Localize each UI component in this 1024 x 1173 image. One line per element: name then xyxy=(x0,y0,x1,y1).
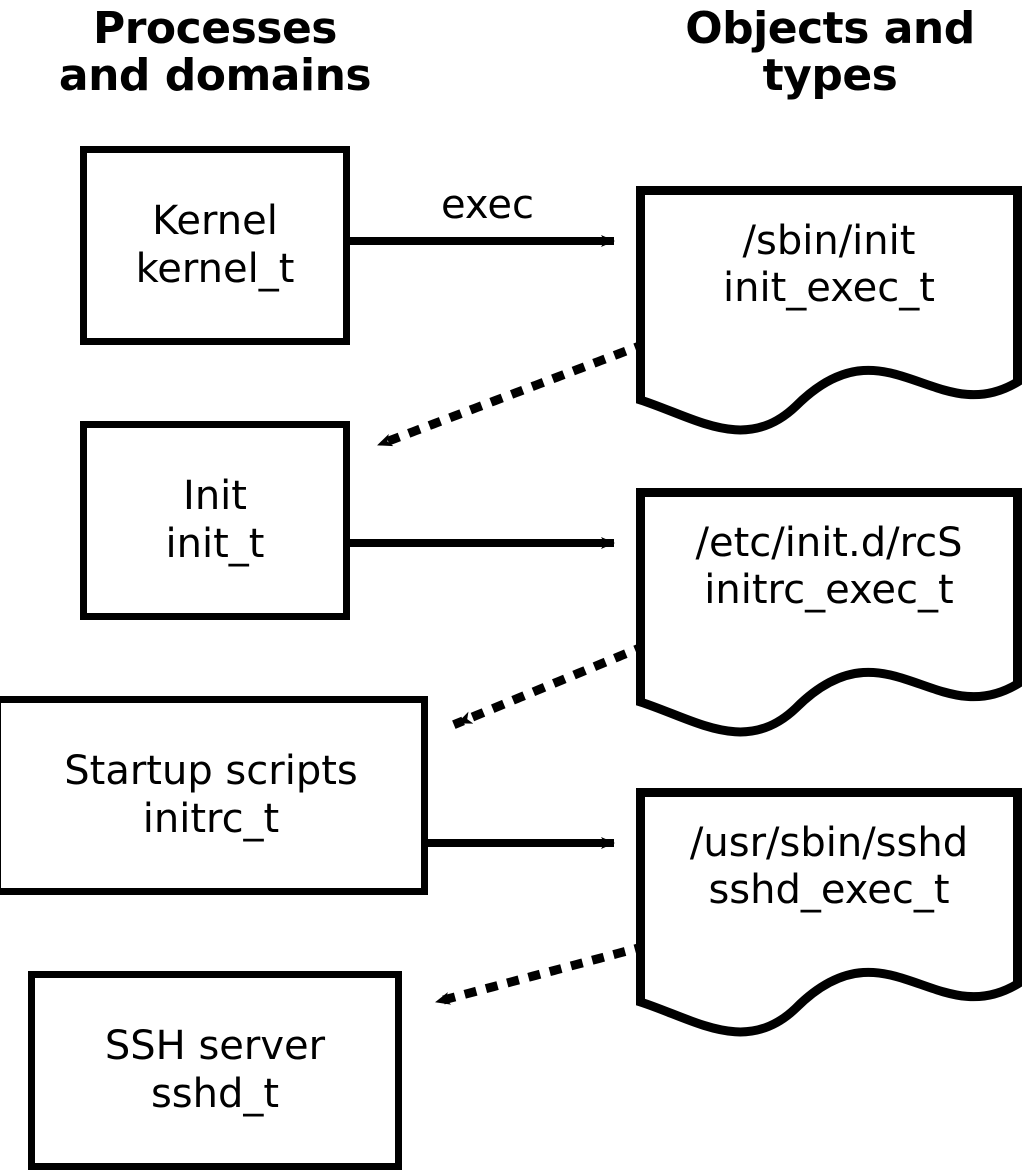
domain-box-startup-scripts[interactable]: Startup scripts initrc_t xyxy=(0,696,428,895)
edge-sbin-init-to-init-transition xyxy=(372,339,648,451)
domain-box-ssh-server[interactable]: SSH server sshd_t xyxy=(28,971,402,1170)
column-header-objects-and-types: Objects and types xyxy=(685,3,975,101)
edge-label-exec: exec xyxy=(441,182,534,228)
column-header-processes-and-domains: Processes and domains xyxy=(58,3,372,101)
edge-usr-sbin-sshd-to-sshd-transition xyxy=(430,941,648,1008)
domain-box-init[interactable]: Init init_t xyxy=(80,421,350,620)
domain-name-startup-scripts: Startup scripts xyxy=(64,748,358,795)
document-shape-icon xyxy=(636,186,1022,435)
domain-name-init: Init xyxy=(183,473,247,520)
edge-etc-initd-rcs-to-initrc-transition xyxy=(452,641,648,729)
object-doc-usr-sbin-sshd[interactable]: /usr/sbin/sshd sshd_exec_t xyxy=(636,788,1022,1038)
object-doc-sbin-init[interactable]: /sbin/init init_exec_t xyxy=(636,186,1022,436)
document-shape-icon xyxy=(636,488,1022,737)
object-doc-etc-initd-rcs[interactable]: /etc/init.d/rcS initrc_exec_t xyxy=(636,488,1022,738)
domain-name-ssh-server: SSH server xyxy=(104,1023,326,1070)
domain-box-kernel[interactable]: Kernel kernel_t xyxy=(80,146,350,345)
domain-type-initrc: initrc_t xyxy=(142,795,280,842)
domain-name-kernel: Kernel xyxy=(152,198,278,245)
document-shape-icon xyxy=(636,788,1022,1037)
domain-type-init: init_t xyxy=(165,520,265,567)
domain-type-sshd: sshd_t xyxy=(150,1070,280,1117)
domain-type-kernel: kernel_t xyxy=(135,245,295,292)
